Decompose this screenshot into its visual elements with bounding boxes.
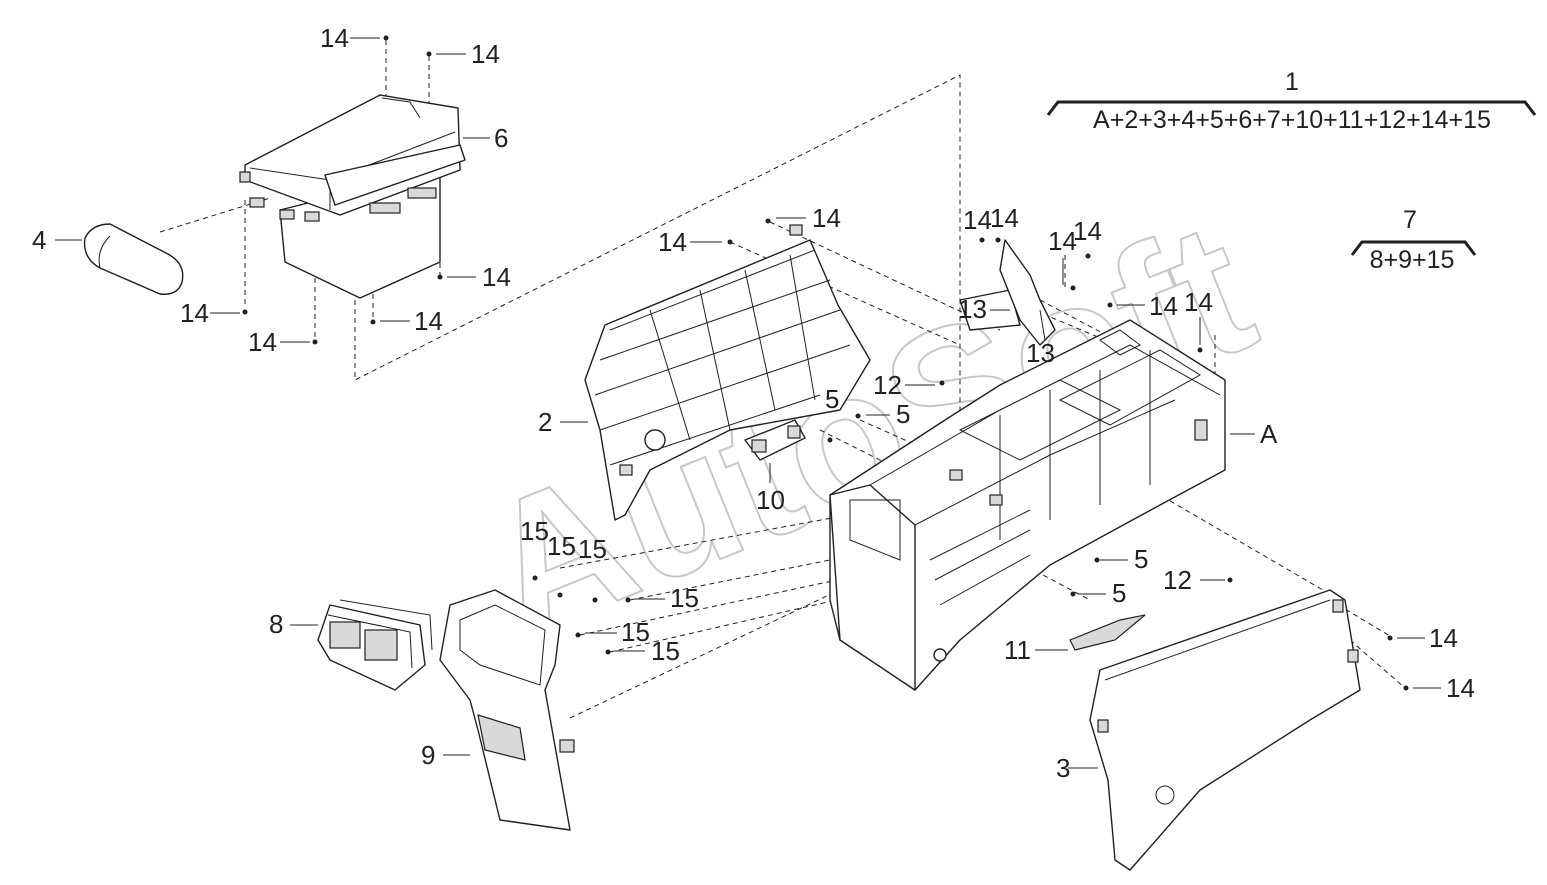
label-8: 8 [269,609,283,639]
label-14-e: 14 [482,262,511,292]
label-15-c: 15 [578,534,607,564]
label-10: 10 [756,485,785,515]
label-14-n: 14 [1184,287,1213,317]
kit-1-number: 1 [1285,68,1299,96]
kit-1-formula: 1 A+2+3+4+5+6+7+10+11+12+14+15 [1046,68,1537,134]
label-14-a: 14 [320,23,349,53]
label-11: 11 [1004,635,1031,665]
label-15-d: 15 [670,583,699,613]
kit-1-contents: A+2+3+4+5+6+7+10+11+12+14+15 [1093,106,1491,134]
label-15-b: 15 [547,531,576,561]
label-15-e: 15 [621,617,650,647]
part-6-storage-box [239,94,466,299]
part-11-trim-strip [1069,614,1146,651]
label-14-b: 14 [471,39,500,69]
part-A-console-frame [829,319,1226,691]
label-9: 9 [421,740,435,770]
kit-7-number: 7 [1403,206,1417,234]
label-5-a: 5 [825,384,839,414]
part-4-armrest-pad [83,223,184,295]
label-14-d: 14 [248,327,277,357]
label-14-o: 14 [1429,623,1458,653]
label-14-j: 14 [990,203,1019,233]
part-3-right-side-panel [1089,589,1361,871]
part-2-left-side-panel [584,224,871,521]
label-12-b: 12 [1163,565,1192,595]
label-14-l: 14 [1073,216,1102,246]
label-13-b: 13 [1026,338,1055,368]
label-3: 3 [1056,753,1070,783]
label-14-p: 14 [1446,673,1475,703]
label-15-a: 15 [520,516,549,546]
label-14-c: 14 [180,298,209,328]
label-5-b: 5 [896,399,910,429]
label-14-g: 14 [812,203,841,233]
label-4: 4 [32,225,46,255]
label-14-i: 14 [963,205,992,235]
label-13-a: 13 [958,294,987,324]
label-5-d: 5 [1112,578,1126,608]
label-14-h: 14 [658,227,687,257]
kit-7-formula: 7 8+9+15 [1350,206,1477,274]
fasteners [242,35,1409,691]
leader-lines [55,37,1441,769]
label-14-m: 14 [1149,291,1178,321]
part-10-bracket [744,419,806,461]
label-5-c: 5 [1134,544,1148,574]
label-6: 6 [494,123,508,153]
part-9-rear-trim [439,589,575,831]
label-2: 2 [538,407,552,437]
label-12-a: 12 [873,370,902,400]
label-A: A [1260,419,1278,449]
part-8-air-vent [317,599,433,691]
label-14-k: 14 [1048,226,1077,256]
label-15-f: 15 [651,636,680,666]
callout-labels: 4 14 14 6 14 14 14 14 14 14 2 12 5 5 10 … [32,23,1475,783]
label-14-f: 14 [414,306,443,336]
kit-7-contents: 8+9+15 [1370,246,1455,274]
